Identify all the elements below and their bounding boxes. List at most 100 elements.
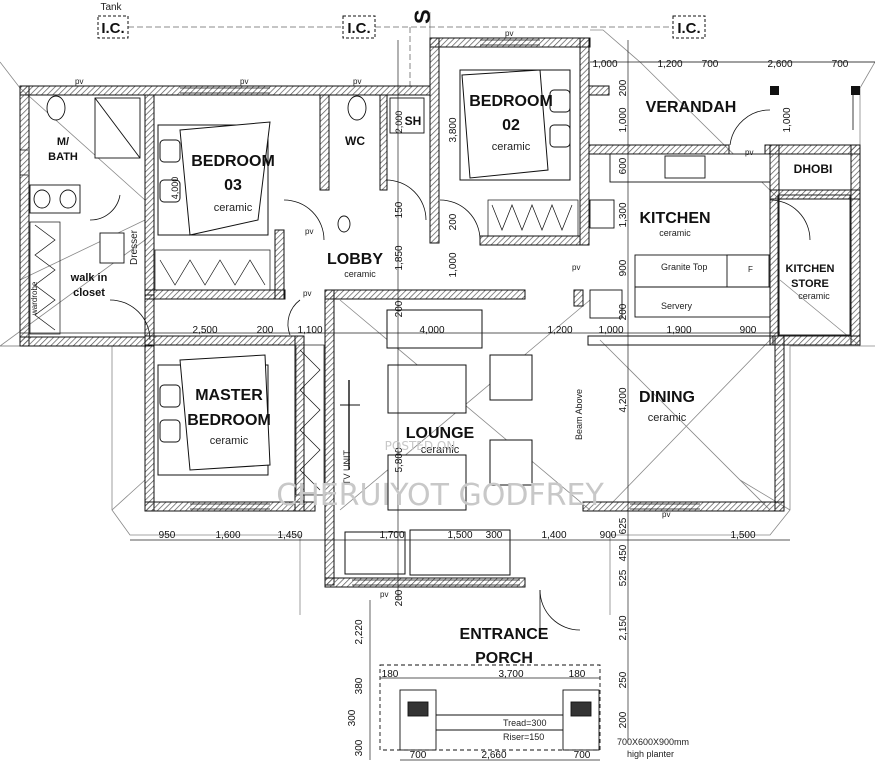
label-walkin: walk in — [70, 272, 108, 284]
svg-text:700: 700 — [410, 750, 427, 761]
svg-text:1,000: 1,000 — [592, 59, 617, 70]
svg-text:1,400: 1,400 — [541, 530, 566, 541]
svg-text:TV UNIT: TV UNIT — [342, 449, 352, 485]
svg-text:700: 700 — [832, 59, 849, 70]
label-wc: WC — [345, 134, 365, 148]
label-lobby: LOBBY — [327, 251, 383, 268]
svg-text:5,800: 5,800 — [394, 447, 405, 472]
svg-text:I.C.: I.C. — [347, 20, 370, 37]
svg-text:pv: pv — [75, 77, 83, 86]
bed-master — [157, 354, 271, 476]
svg-text:Servery: Servery — [661, 301, 693, 311]
svg-text:2,600: 2,600 — [767, 59, 792, 70]
svg-text:ceramic: ceramic — [214, 202, 253, 214]
label-bedroom02: BEDROOM — [469, 93, 553, 110]
svg-text:700: 700 — [574, 750, 591, 761]
annotations: Dresser wardrobe Granite Top Servery F T… — [30, 29, 753, 759]
svg-text:1,200: 1,200 — [657, 59, 682, 70]
svg-text:PORCH: PORCH — [475, 650, 533, 667]
svg-text:1,000: 1,000 — [618, 107, 629, 132]
svg-text:ceramic: ceramic — [492, 141, 531, 153]
svg-text:Riser=150: Riser=150 — [503, 732, 544, 742]
svg-text:200: 200 — [394, 300, 405, 317]
dimension-lines — [20, 40, 875, 761]
svg-text:4,000: 4,000 — [170, 177, 180, 200]
svg-text:1,700: 1,700 — [379, 530, 404, 541]
svg-text:2,660: 2,660 — [481, 750, 506, 761]
svg-text:03: 03 — [224, 177, 242, 194]
svg-text:CHERUIYOT GODFREY: CHERUIYOT GODFREY — [276, 478, 604, 513]
svg-text:1,500: 1,500 — [730, 530, 755, 541]
svg-text:1,500: 1,500 — [447, 530, 472, 541]
svg-text:4,000: 4,000 — [419, 325, 444, 336]
inspection-chamber-left: I.C. Tank — [97, 2, 129, 39]
svg-text:pv: pv — [240, 77, 248, 86]
svg-text:1,100: 1,100 — [297, 325, 322, 336]
inspection-chamber-right: I.C. — [672, 15, 706, 39]
svg-text:1,600: 1,600 — [215, 530, 240, 541]
svg-text:200: 200 — [394, 589, 405, 606]
svg-text:450: 450 — [618, 544, 629, 561]
svg-text:900: 900 — [618, 259, 629, 276]
svg-text:high planter: high planter — [627, 749, 674, 759]
svg-text:ceramic: ceramic — [659, 228, 691, 238]
svg-text:pv: pv — [353, 77, 361, 86]
svg-text:1,000: 1,000 — [598, 325, 623, 336]
porch-steps — [379, 664, 601, 751]
svg-text:250: 250 — [618, 671, 629, 688]
svg-text:380: 380 — [354, 677, 365, 694]
svg-text:F: F — [748, 265, 753, 274]
svg-text:ceramic: ceramic — [421, 444, 460, 456]
svg-text:pv: pv — [505, 29, 513, 38]
svg-text:pv: pv — [572, 263, 580, 272]
drain-line — [128, 26, 675, 90]
section-mark: S — [410, 9, 435, 24]
svg-text:3,800: 3,800 — [448, 117, 459, 142]
svg-text:02: 02 — [502, 117, 520, 134]
watermark: POSTED ON CHERUIYOT GODFREY — [276, 439, 604, 513]
bath-fixtures — [29, 95, 425, 264]
svg-text:pv: pv — [745, 148, 753, 157]
label-dhobi: DHOBI — [794, 162, 833, 176]
svg-text:200: 200 — [618, 303, 629, 320]
svg-text:pv: pv — [305, 227, 313, 236]
kitchen-fixtures — [589, 153, 851, 336]
svg-text:STORE: STORE — [791, 278, 829, 290]
svg-text:ceramic: ceramic — [798, 291, 830, 301]
svg-text:200: 200 — [618, 79, 629, 96]
label-bedroom03: BEDROOM — [191, 153, 275, 170]
svg-text:1,200: 1,200 — [547, 325, 572, 336]
svg-text:1,900: 1,900 — [666, 325, 691, 336]
svg-text:Beam Above: Beam Above — [574, 389, 584, 440]
svg-text:BATH: BATH — [48, 151, 78, 163]
columns — [770, 86, 860, 95]
svg-text:3,700: 3,700 — [498, 669, 523, 680]
svg-text:Dresser: Dresser — [129, 229, 140, 265]
svg-text:ceramic: ceramic — [210, 435, 249, 447]
label-kitchen-store: KITCHEN — [786, 263, 835, 275]
svg-text:1,000: 1,000 — [782, 107, 793, 132]
svg-text:600: 600 — [618, 157, 629, 174]
label-lounge: LOUNGE — [406, 425, 475, 442]
svg-text:900: 900 — [740, 325, 757, 336]
svg-text:I.C.: I.C. — [101, 20, 124, 37]
svg-text:200: 200 — [618, 711, 629, 728]
svg-text:1,300: 1,300 — [618, 202, 629, 227]
walls — [19, 37, 861, 588]
label-verandah: VERANDAH — [646, 99, 737, 116]
svg-text:180: 180 — [569, 669, 586, 680]
windows — [20, 39, 854, 586]
svg-text:2,500: 2,500 — [192, 325, 217, 336]
svg-text:pv: pv — [303, 289, 311, 298]
svg-text:700: 700 — [702, 59, 719, 70]
svg-text:1,850: 1,850 — [394, 245, 405, 270]
label-dining: DINING — [639, 389, 695, 406]
svg-text:wardrobe: wardrobe — [30, 281, 39, 316]
svg-text:BEDROOM: BEDROOM — [187, 412, 271, 429]
svg-text:625: 625 — [618, 517, 629, 534]
svg-text:2,150: 2,150 — [618, 615, 629, 640]
svg-text:2,220: 2,220 — [354, 619, 365, 644]
svg-text:300: 300 — [347, 709, 358, 726]
svg-text:950: 950 — [159, 530, 176, 541]
